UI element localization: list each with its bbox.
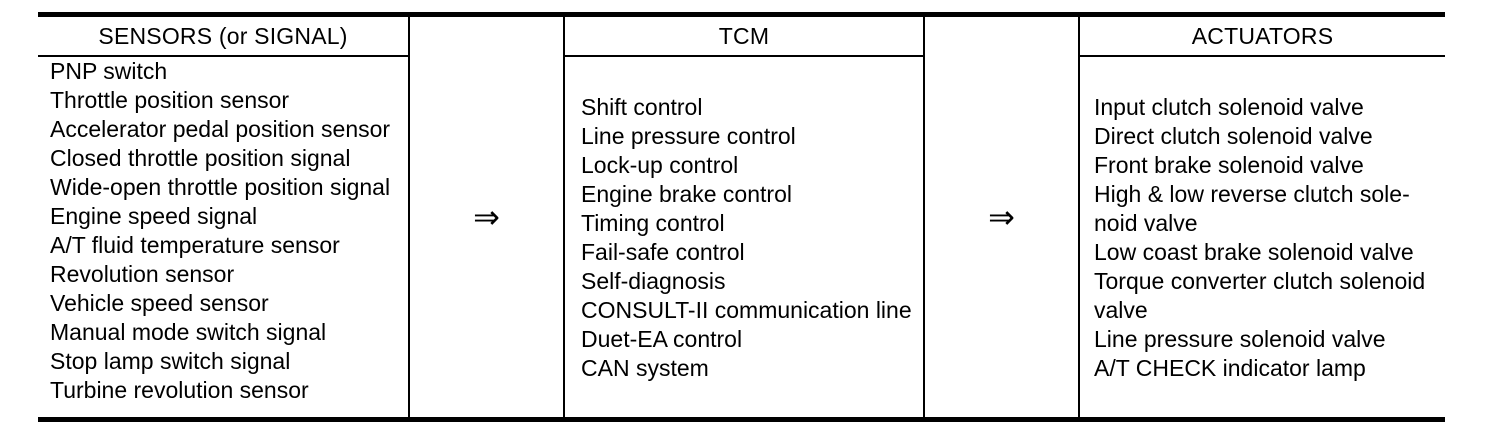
list-item: Direct clutch solenoid valve (1094, 123, 1373, 149)
signal-flow-diagram: SENSORS (or SIGNAL) PNP switch Throttle … (38, 12, 1445, 422)
list-item: Front brake solenoid valve (1094, 152, 1364, 178)
list-item: Stop lamp switch signal (50, 348, 291, 374)
list-item: Shift control (581, 94, 703, 120)
flow-gap-sensors-to-tcm: ⇒ (410, 17, 565, 417)
list-item: Vehicle speed sensor (50, 290, 269, 316)
tcm-list: Shift control Line pressure control Lock… (565, 57, 923, 417)
actuators-list: Input clutch solenoid valve Direct clutc… (1080, 57, 1445, 417)
list-item: Timing control (581, 210, 725, 236)
tcm-header: TCM (565, 17, 923, 57)
list-item: Engine brake control (581, 181, 792, 207)
list-item: PNP switch (50, 58, 168, 84)
list-item: A/T fluid temperature sensor (50, 232, 340, 258)
sensors-header: SENSORS (or SIGNAL) (38, 17, 408, 57)
actuators-column: ACTUATORS Input clutch solenoid valve Di… (1080, 17, 1445, 417)
list-item: Wide-open throttle position signal (50, 174, 391, 200)
list-item: Revolution sensor (50, 261, 235, 287)
list-item: Throttle position sensor (50, 87, 290, 113)
actuators-header: ACTUATORS (1080, 17, 1445, 57)
list-item: Line pressure control (581, 123, 796, 149)
list-item: Lock-up control (581, 152, 739, 178)
right-double-arrow-icon: ⇒ (988, 198, 1015, 236)
list-item: CONSULT-II communication line (581, 297, 912, 323)
list-item: Accelerator pedal position sensor (50, 116, 391, 142)
list-item: CAN system (581, 355, 709, 381)
list-item: High & low reverse clutch sole- noid val… (1094, 181, 1410, 236)
list-item: Closed throttle position signal (50, 145, 351, 171)
list-item: Duet-EA control (581, 326, 743, 352)
list-item: Low coast brake solenoid valve (1094, 239, 1414, 265)
flow-gap-tcm-to-actuators: ⇒ (925, 17, 1080, 417)
right-double-arrow-icon: ⇒ (473, 198, 500, 236)
list-item: Manual mode switch signal (50, 319, 327, 345)
list-item: Line pressure solenoid valve (1094, 326, 1386, 352)
list-item: Engine speed signal (50, 203, 258, 229)
list-item: Turbine revolution sensor (50, 377, 309, 403)
sensors-column: SENSORS (or SIGNAL) PNP switch Throttle … (38, 17, 410, 417)
list-item: Input clutch solenoid valve (1094, 94, 1364, 120)
list-item: Self-diagnosis (581, 268, 726, 294)
tcm-column: TCM Shift control Line pressure control … (565, 17, 925, 417)
list-item: Torque converter clutch solenoid valve (1094, 268, 1426, 323)
list-item: A/T CHECK indicator lamp (1094, 355, 1366, 381)
list-item: Fail-safe control (581, 239, 745, 265)
sensors-list: PNP switch Throttle position sensor Acce… (38, 57, 408, 417)
